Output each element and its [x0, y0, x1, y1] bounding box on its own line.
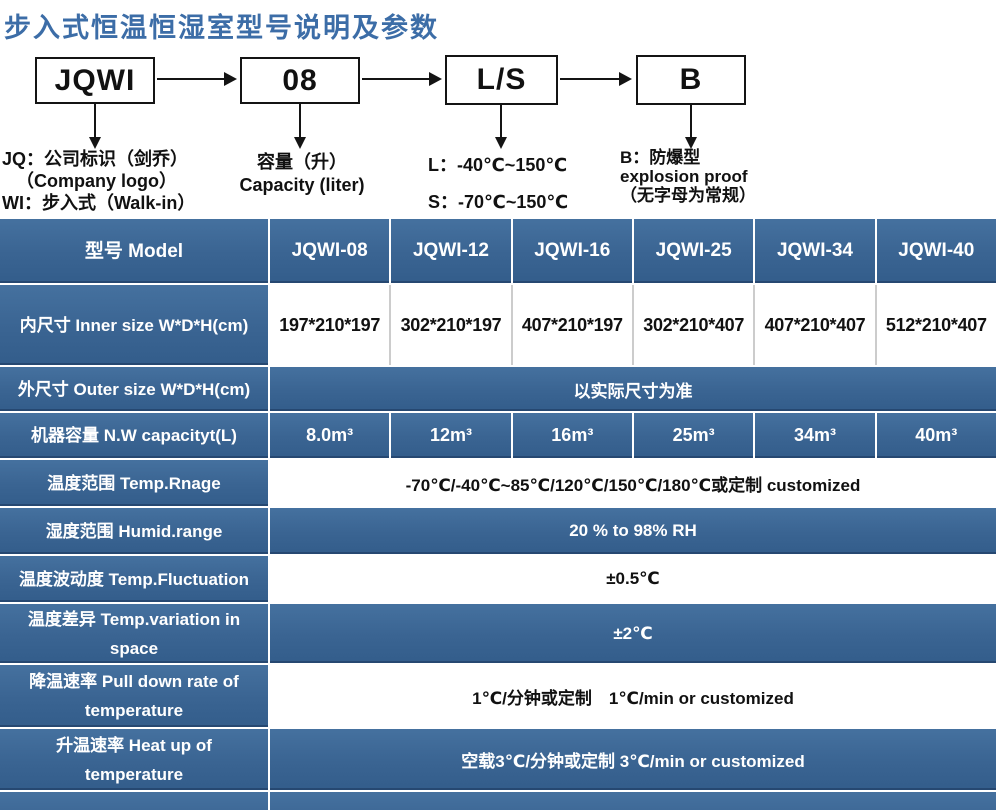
row-label: 温度范围 Temp.Rnage: [0, 460, 268, 506]
page-title: 步入式恒温恒湿室型号说明及参数: [4, 13, 439, 43]
row-label: 湿度范围 Humid.range: [0, 508, 268, 554]
table-row-outer-size: 外尺寸 Outer size W*D*H(cm) 以实际尺寸为准: [0, 367, 996, 411]
note-temp-codes: L：-40℃~150℃ S：-70℃~150℃: [428, 151, 568, 214]
note-line: explosion proof: [620, 167, 748, 186]
table-row-inner-size: 内尺寸 Inner size W*D*H(cm) 197*210*197 302…: [0, 285, 996, 365]
pull-down-rate-value: 1℃/分钟或定制 1℃/min or customized: [270, 665, 996, 727]
arrow-down-icon: [89, 102, 101, 149]
note-capacity: 容量（升） Capacity (liter): [218, 151, 386, 197]
temp-variation-value: ±2℃: [270, 604, 996, 663]
note-line: WI：步入式（Walk-in）: [2, 193, 196, 213]
note-line: L：-40℃~150℃: [428, 155, 568, 175]
note-company-logo: JQ：公司标识（剑乔） （Company logo） WI：步入式（Walk-i…: [2, 148, 195, 214]
note-line: B：防爆型: [620, 148, 701, 167]
row-label: 升温速率 Heat up of temperature: [0, 729, 268, 790]
arrow-right-icon: [362, 72, 442, 86]
heat-up-rate-value: 空载3℃/分钟或定制 3℃/min or customized: [270, 729, 996, 790]
row-label: 内尺寸 Inner size W*D*H(cm): [0, 285, 268, 365]
note-line: Capacity (liter): [239, 175, 365, 195]
table-header-row: 型号 Model JQWI-08 JQWI-12 JQWI-16 JQWI-25…: [0, 219, 996, 283]
inner-size-value: 512*210*407: [876, 285, 996, 365]
table-row-heat-up-rate: 升温速率 Heat up of temperature 空载3℃/分钟或定制 3…: [0, 729, 996, 790]
option-code-box: B: [636, 55, 746, 105]
note-line: S：-70℃~150℃: [428, 192, 569, 212]
range-code-box: L/S: [445, 55, 558, 105]
header-model: JQWI-16: [512, 219, 632, 283]
table-row-capacity: 机器容量 N.W capacityt(L) 8.0m³ 12m³ 16m³ 25…: [0, 413, 996, 458]
inner-size-value: 302*210*197: [391, 285, 511, 365]
row-label: 机器容量 N.W capacityt(L): [0, 413, 268, 458]
capacity-value: 25m³: [633, 413, 754, 458]
arrow-down-icon: [294, 102, 306, 149]
inner-size-value: 197*210*197: [270, 285, 390, 365]
arrow-right-icon: [560, 72, 632, 86]
row-label: 温度差异 Temp.variation in space: [0, 604, 268, 663]
note-line: （无字母为常规）: [620, 186, 756, 205]
header-model: JQWI-12: [391, 219, 511, 283]
inner-size-value: 407*210*197: [512, 285, 632, 365]
temp-range-value: -70℃/-40℃~85℃/120℃/150℃/180℃或定制 customiz…: [270, 460, 996, 506]
note-line: （Company logo）: [16, 171, 177, 191]
row-label: 降温速率 Pull down rate of temperature: [0, 665, 268, 727]
arrow-right-icon: [157, 72, 237, 86]
arrow-down-icon: [495, 103, 507, 149]
inner-size-value: 407*210*407: [755, 285, 875, 365]
spec-table: 型号 Model JQWI-08 JQWI-12 JQWI-16 JQWI-25…: [0, 219, 996, 810]
row-label: 外尺寸 Outer size W*D*H(cm): [0, 367, 268, 411]
arrow-down-icon: [685, 103, 697, 149]
table-row-pull-down-rate: 降温速率 Pull down rate of temperature 1℃/分钟…: [0, 665, 996, 727]
capacity-value: 34m³: [755, 413, 875, 458]
humidity-range-value: 20 % to 98% RH: [270, 508, 996, 554]
row-label: 温度波动度 Temp.Fluctuation: [0, 556, 268, 602]
model-code-box: JQWI: [35, 57, 155, 104]
header-model: JQWI-08: [270, 219, 390, 283]
table-row-temp-fluctuation: 温度波动度 Temp.Fluctuation ±0.5℃: [0, 556, 996, 602]
outer-size-value: 以实际尺寸为准: [270, 367, 996, 411]
capacity-value: 16m³: [512, 413, 632, 458]
table-row-temp-range: 温度范围 Temp.Rnage -70℃/-40℃~85℃/120℃/150℃/…: [0, 460, 996, 506]
inner-size-value: 302*210*407: [633, 285, 754, 365]
table-row-humidity-range: 湿度范围 Humid.range 20 % to 98% RH: [0, 508, 996, 554]
capacity-value: 40m³: [876, 413, 996, 458]
header-model-label: 型号 Model: [0, 219, 268, 283]
header-model: JQWI-34: [755, 219, 875, 283]
note-explosion-proof: B：防爆型 explosion proof （无字母为常规）: [620, 148, 756, 205]
header-model: JQWI-25: [633, 219, 754, 283]
capacity-value: 12m³: [391, 413, 511, 458]
capacity-code-box: 08: [240, 57, 360, 104]
note-line: 容量（升）: [257, 152, 347, 172]
table-row-weight: 机器重量 N.W weight(kg) 以实际配置为准: [0, 792, 996, 810]
weight-value: 以实际配置为准: [270, 792, 996, 810]
row-label: 机器重量 N.W weight(kg): [0, 792, 268, 810]
temp-fluctuation-value: ±0.5℃: [270, 556, 996, 602]
table-row-temp-variation: 温度差异 Temp.variation in space ±2℃: [0, 604, 996, 663]
note-line: JQ：公司标识（剑乔）: [2, 149, 189, 169]
header-model: JQWI-40: [876, 219, 996, 283]
capacity-value: 8.0m³: [270, 413, 390, 458]
